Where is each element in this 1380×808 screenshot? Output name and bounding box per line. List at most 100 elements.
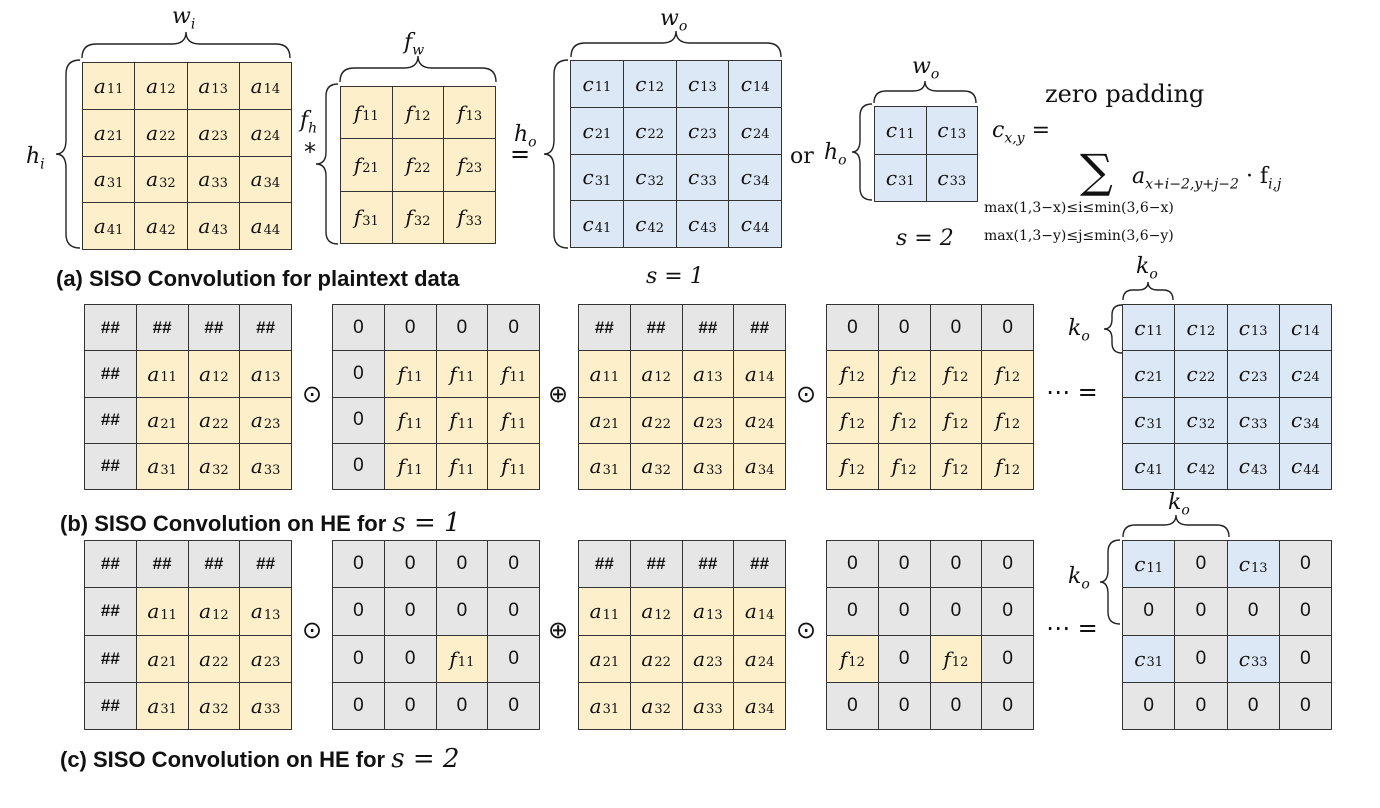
text-zero-padding: zero padding [1045, 80, 1205, 108]
matrix-cell: 0 [930, 588, 982, 635]
caption-b: (b) SISO Convolution on HE for s = 1 [60, 508, 461, 538]
caption-c: (c) SISO Convolution on HE for s = 2 [60, 744, 460, 774]
matrix-cell: 0 [930, 541, 982, 588]
matrix-cell: 0 [333, 443, 384, 489]
matrix-cell: ## [85, 635, 136, 682]
matrix-cell: ## [188, 305, 240, 351]
matrix-cell: 0 [1227, 588, 1279, 635]
matrix-cell: ## [85, 682, 136, 729]
label-s1: s = 1 [646, 264, 704, 289]
matrix-cell: 0 [488, 635, 539, 682]
matrix-cell: 0 [1175, 682, 1227, 729]
matrix-cell: 0 [333, 351, 384, 397]
matrix-cell: 0 [982, 682, 1033, 729]
matrix-cell: 0 [982, 588, 1033, 635]
matrix-cell: 0 [436, 588, 488, 635]
label-ko-b-top: ko [1136, 254, 1158, 283]
matrix-cell: 0 [1279, 541, 1331, 588]
matrix-cell: 0 [333, 541, 384, 588]
matrix-cell: 0 [1279, 635, 1331, 682]
brace-wo [570, 30, 782, 58]
label-ho: ho [514, 122, 537, 151]
matrix-cell: ## [734, 305, 785, 351]
matrix-cell: 0 [878, 635, 930, 682]
matrix-cell: 0 [930, 682, 982, 729]
matrix-cell: ## [682, 305, 734, 351]
formula-range-j: max(1,3−y)≤j≤min(3,6−y) [984, 228, 1174, 244]
equals-sign: = [510, 140, 531, 168]
matrix-cell: ## [240, 541, 291, 588]
matrix-cell: 0 [1175, 635, 1227, 682]
brace-ho2 [851, 103, 873, 201]
label-ko-c-top: ko [1168, 490, 1190, 519]
matrix-cell: ## [85, 351, 136, 397]
odot-2-c: ⊙ [796, 616, 817, 644]
dots-equals-b: ⋯ = [1046, 378, 1098, 406]
matrix-cell: 0 [827, 305, 878, 351]
matrix-cell: ## [136, 305, 188, 351]
matrix-cell: 0 [1123, 682, 1175, 729]
matrix-cell: ## [240, 305, 291, 351]
matrix-cell: 0 [384, 541, 436, 588]
brace-ko-b-left [1103, 304, 1123, 354]
dots-equals-c: ⋯ = [1046, 614, 1098, 642]
matrix-cell: 0 [384, 305, 436, 351]
matrix-cell: 0 [982, 635, 1033, 682]
matrix-cell: 0 [384, 588, 436, 635]
matrix-cell: 0 [488, 305, 539, 351]
oplus-b: ⊕ [548, 380, 569, 408]
matrix-cell: 0 [436, 305, 488, 351]
